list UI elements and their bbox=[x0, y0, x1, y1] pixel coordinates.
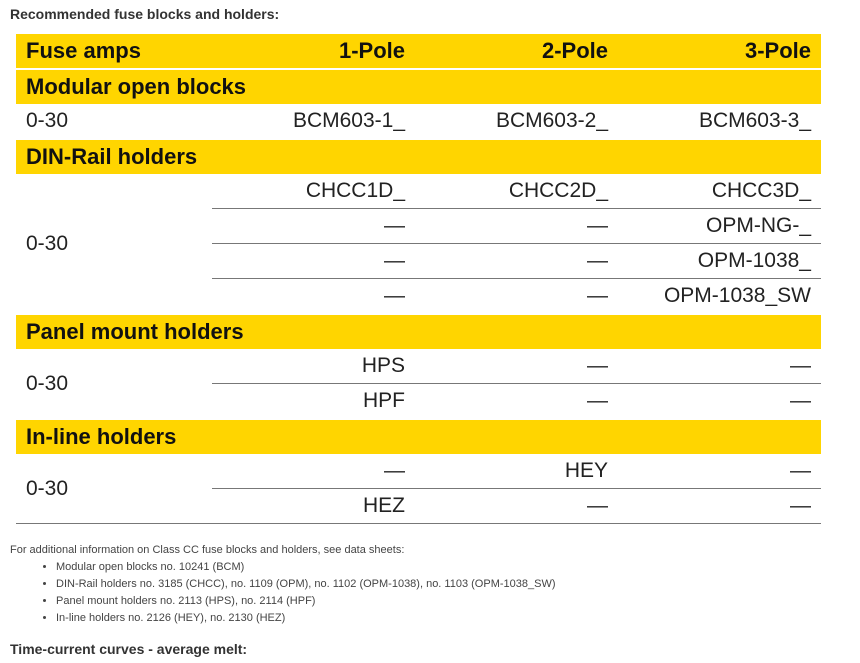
pole-1-cell: HPF bbox=[212, 383, 415, 420]
section-title: In-line holders bbox=[16, 418, 821, 454]
pole-1-cell: — bbox=[212, 278, 415, 315]
table-row: 0-30 BCM603-1_ BCM603-2_ BCM603-3_ bbox=[16, 104, 821, 140]
list-item: In-line holders no. 2126 (HEY), no. 2130… bbox=[56, 610, 556, 627]
fuse-amps-cell: 0-30 bbox=[16, 454, 212, 524]
section-modular-open-blocks: Modular open blocks bbox=[16, 68, 821, 104]
pole-3-cell: — bbox=[618, 383, 821, 420]
section-title: Modular open blocks bbox=[16, 68, 821, 104]
pole-3-cell: — bbox=[618, 454, 821, 489]
pole-2-cell: CHCC2D_ bbox=[415, 174, 618, 209]
header-fuse-amps: Fuse amps bbox=[16, 32, 212, 69]
list-item: Panel mount holders no. 2113 (HPS), no. … bbox=[56, 593, 556, 610]
section-title: Panel mount holders bbox=[16, 313, 821, 349]
pole-2-cell: — bbox=[415, 488, 618, 524]
pole-1-cell: CHCC1D_ bbox=[212, 174, 415, 209]
pole-3-cell: OPM-1038_SW bbox=[618, 278, 821, 315]
pole-3-cell: OPM-NG-_ bbox=[618, 208, 821, 244]
section-din-rail-holders: DIN-Rail holders bbox=[16, 138, 821, 174]
notes-intro: For additional information on Class CC f… bbox=[10, 544, 405, 556]
pole-1-cell: HPS bbox=[212, 349, 415, 384]
header-3-pole: 3-Pole bbox=[618, 32, 821, 69]
pole-2-cell: — bbox=[415, 208, 618, 244]
pole-1-cell: BCM603-1_ bbox=[212, 104, 415, 140]
table-row: HEZ — — bbox=[16, 488, 821, 524]
fuse-amps-cell: 0-30 bbox=[16, 174, 212, 315]
additional-info-notes: For additional information on Class CC f… bbox=[10, 542, 556, 627]
fuse-amps-cell: 0-30 bbox=[16, 349, 212, 420]
pole-2-cell: — bbox=[415, 278, 618, 315]
pole-3-cell: — bbox=[618, 488, 821, 524]
pole-2-cell: — bbox=[415, 243, 618, 279]
pole-3-cell: OPM-1038_ bbox=[618, 243, 821, 279]
table-row: 0-30 CHCC1D_ CHCC2D_ CHCC3D_ bbox=[16, 174, 821, 315]
table-row: — — OPM-NG-_ bbox=[16, 208, 821, 244]
section-title: DIN-Rail holders bbox=[16, 138, 821, 174]
fuse-blocks-table: Fuse amps 1-Pole 2-Pole 3-Pole Modular o… bbox=[16, 32, 821, 524]
pole-1-cell: HEZ bbox=[212, 488, 415, 524]
section-panel-mount-holders: Panel mount holders bbox=[16, 313, 821, 349]
pole-2-cell: — bbox=[415, 349, 618, 384]
header-1-pole: 1-Pole bbox=[212, 32, 415, 69]
section-in-line-holders: In-line holders bbox=[16, 418, 821, 454]
time-current-curves-heading: Time-current curves - average melt: bbox=[10, 641, 248, 657]
pole-3-cell: CHCC3D_ bbox=[618, 174, 821, 209]
pole-2-cell: HEY bbox=[415, 454, 618, 489]
list-item: Modular open blocks no. 10241 (BCM) bbox=[56, 559, 556, 576]
pole-2-cell: — bbox=[415, 383, 618, 420]
table-row: 0-30 HPS — — bbox=[16, 349, 821, 420]
pole-1-cell: — bbox=[212, 243, 415, 279]
pole-3-cell: BCM603-3_ bbox=[618, 104, 821, 140]
pole-1-cell: — bbox=[212, 454, 415, 489]
page-heading: Recommended fuse blocks and holders: bbox=[10, 6, 280, 22]
table-header-row: Fuse amps 1-Pole 2-Pole 3-Pole bbox=[16, 32, 821, 69]
pole-3-cell: — bbox=[618, 349, 821, 384]
table-row: — — OPM-1038_ bbox=[16, 243, 821, 279]
table-row: HPF — — bbox=[16, 383, 821, 420]
pole-1-cell: — bbox=[212, 208, 415, 244]
header-2-pole: 2-Pole bbox=[415, 32, 618, 69]
table-row: 0-30 — HEY — bbox=[16, 454, 821, 524]
fuse-amps-cell: 0-30 bbox=[16, 104, 212, 140]
data-sheet-list: Modular open blocks no. 10241 (BCM) DIN-… bbox=[10, 559, 556, 627]
list-item: DIN-Rail holders no. 3185 (CHCC), no. 11… bbox=[56, 576, 556, 593]
pole-2-cell: BCM603-2_ bbox=[415, 104, 618, 140]
